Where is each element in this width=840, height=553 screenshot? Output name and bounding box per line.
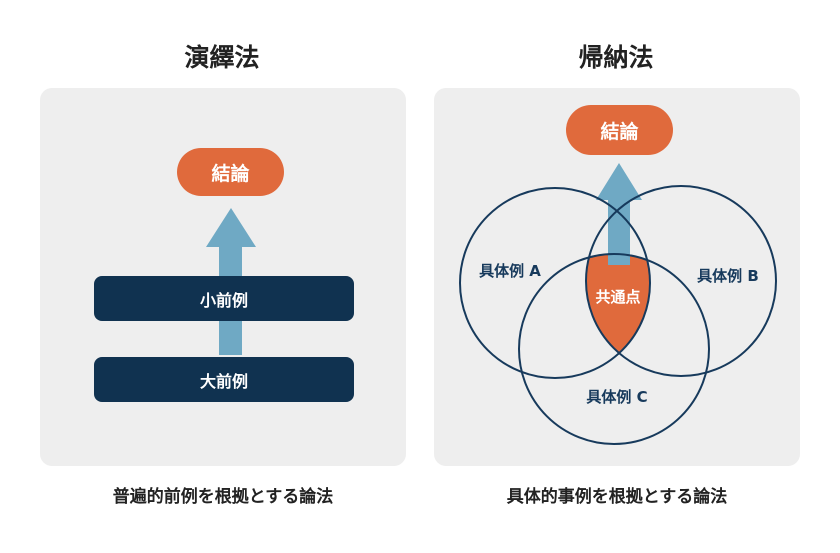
deduction-conclusion-pill: 結論 (177, 148, 284, 196)
deduction-title: 演繹法 (184, 43, 260, 72)
example-a-label: 具体例 A (479, 262, 541, 280)
deduction-caption: 普遍的前例を根拠とする論法 (112, 487, 334, 507)
circle-example-a (459, 187, 651, 379)
induction-conclusion-pill: 結論 (566, 105, 673, 155)
circle-example-b (585, 185, 777, 377)
induction-caption: 具体的事例を根拠とする論法 (506, 487, 728, 507)
small-premise-bar: 小前例 (94, 276, 354, 321)
example-c-label: 具体例 C (586, 388, 647, 406)
circle-example-c (518, 253, 710, 445)
common-label: 共通点 (595, 288, 640, 306)
induction-conclusion-label: 結論 (600, 120, 639, 143)
induction-title: 帰納法 (578, 43, 654, 72)
example-b-label: 具体例 B (697, 267, 759, 285)
large-premise-label: 大前例 (199, 371, 248, 391)
deduction-conclusion-label: 結論 (211, 162, 250, 185)
large-premise-bar: 大前例 (94, 357, 354, 402)
small-premise-label: 小前例 (199, 290, 248, 310)
